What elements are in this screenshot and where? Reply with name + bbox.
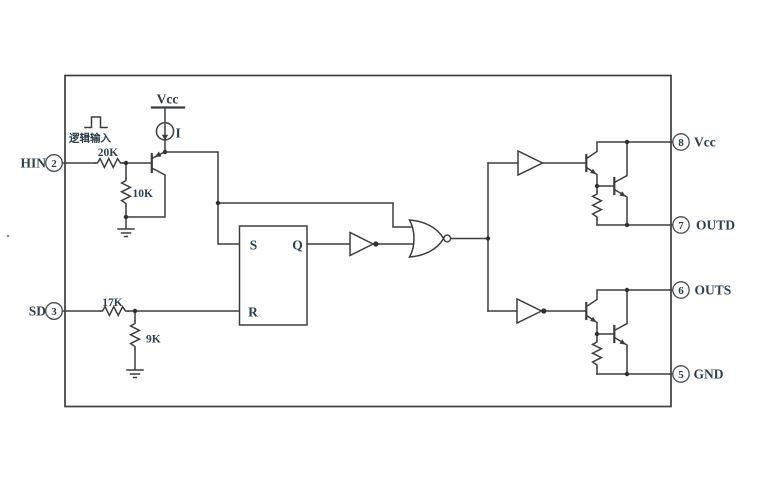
pin-circle-outs: [672, 281, 690, 299]
nor-output-bubble: [443, 234, 452, 243]
q1-emitter-arrow: [590, 168, 597, 175]
sd-pin-number: 3: [51, 306, 57, 318]
pin-circle-gnd: [672, 365, 690, 383]
pin-terminals: [45, 133, 690, 383]
resistor-9k: [128, 320, 142, 350]
q3-leads: [586, 289, 674, 335]
pin6-number: 6: [678, 285, 684, 297]
set-node-wire: [164, 151, 241, 245]
q1-leads: [586, 141, 674, 187]
junction-dot: [123, 214, 129, 220]
q2-leads: [614, 141, 628, 226]
current-source-label: I: [176, 126, 181, 141]
sr-latch-box: [238, 225, 308, 326]
pin-circle-vcc: [672, 133, 690, 151]
ground-symbol-hin: [117, 216, 135, 238]
logic-input-caption: 逻辑输入: [69, 132, 111, 145]
nor-top-input-wire: [217, 202, 415, 228]
resistor-9k-label: 9K: [146, 334, 161, 346]
junction-dot: [215, 200, 221, 206]
latch-s-label: S: [250, 238, 258, 253]
q4-emitter-arrow: [619, 339, 626, 345]
input-transistor-leads: [125, 150, 167, 218]
junction-dot: [123, 160, 129, 166]
set-node-routing: [164, 151, 415, 245]
pin6-label: OUTS: [695, 283, 732, 298]
vcc-supply-label: Vcc: [157, 92, 179, 107]
upper-buffer-gate: [517, 149, 545, 177]
resistor-17k: [99, 304, 129, 318]
current-source-arrow-head: [161, 134, 169, 141]
hin-input-network: [61, 116, 167, 238]
pin8-label: Vcc: [694, 135, 716, 150]
pin-circle-hin: [45, 154, 63, 172]
junction-dot: [624, 222, 630, 228]
lower-emitter-resistor: [590, 339, 604, 369]
junction-dot: [624, 371, 630, 377]
pin-circle-outd: [672, 216, 690, 234]
latch-q-label: Q: [292, 238, 303, 253]
inverter-output-bubble: [373, 241, 379, 247]
sd-input-network: [61, 304, 241, 379]
q4-leads: [614, 289, 628, 375]
ground-symbol-sd: [126, 348, 144, 379]
hin-pin-number: 2: [51, 158, 57, 170]
hin-pin-label: HIN: [20, 156, 46, 171]
resistor-10k: [119, 177, 133, 207]
pin5-number: 5: [678, 369, 684, 381]
sd-pin-label: SD: [29, 304, 47, 319]
pin-circle-sd: [45, 302, 63, 320]
junction-dot: [594, 331, 600, 337]
pin8-number: 8: [678, 137, 684, 149]
inverter-gate: [349, 231, 375, 257]
pin7-label: OUTD: [696, 218, 735, 233]
input-transistor-emitter-arrow: [154, 151, 162, 158]
ic-outline-box: [64, 74, 672, 408]
junction-dot: [132, 308, 138, 314]
junction-dot: [485, 236, 491, 241]
lower-buffer-output-bubble: [541, 308, 547, 314]
junction-dot: [624, 139, 630, 145]
junction-dot: [594, 183, 600, 189]
scan-speck-artifact: [6, 234, 10, 238]
q2-emitter-arrow: [619, 191, 626, 197]
logic-gates: [306, 162, 491, 312]
pin5-label: GND: [694, 367, 724, 382]
pulse-waveform-icon: [84, 116, 108, 129]
resistor-17k-label: 17K: [102, 297, 123, 309]
pin7-number: 7: [678, 220, 684, 232]
upper-emitter-resistor: [590, 191, 604, 221]
resistor-20k-label: 20K: [98, 147, 119, 159]
nor-gate: [408, 219, 445, 258]
current-source-branch: [150, 106, 186, 155]
resistor-10k-label: 10K: [133, 188, 154, 200]
resistor-20k: [94, 156, 124, 170]
lower-buffer-gate: [516, 297, 544, 325]
sr-latch: [238, 225, 308, 326]
q3-emitter-arrow: [590, 316, 597, 323]
junction-dot: [624, 287, 630, 293]
latch-r-label: R: [248, 305, 258, 320]
lower-output-driver: [487, 287, 674, 377]
upper-output-driver: [487, 139, 674, 228]
